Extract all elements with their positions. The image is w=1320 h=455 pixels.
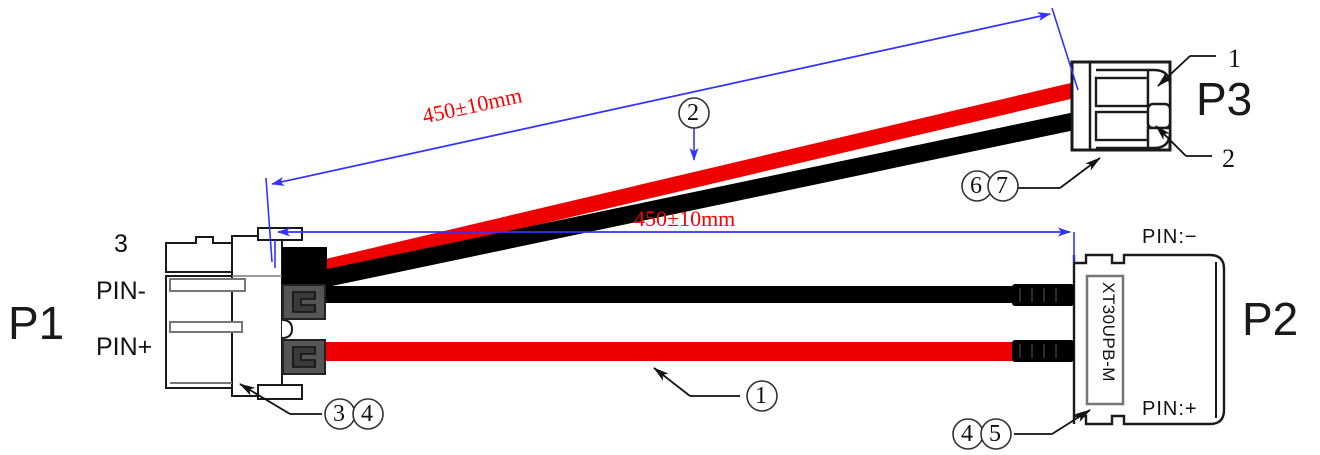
balloon-4-circle	[352, 398, 384, 430]
p1-terminal-lower	[282, 339, 326, 375]
black-wire-straight	[305, 286, 1035, 303]
balloon-7-circle	[987, 170, 1019, 202]
leader-p3-pin-1	[1157, 55, 1216, 87]
diagonal-wire-pair	[313, 82, 1075, 290]
balloon-2-circle	[678, 97, 710, 129]
p2-ferrule-lower	[1012, 340, 1074, 362]
balloon-1-circle	[746, 380, 778, 412]
balloon-6-text: 6	[970, 173, 982, 199]
dim-horizontal-value: 450±10mm	[634, 206, 736, 231]
p3-connector	[1070, 60, 1172, 152]
leader-balloon-1	[653, 367, 740, 397]
p1-label: P1	[8, 297, 65, 349]
black-wire-diagonal	[313, 112, 1075, 290]
balloon-5-circle	[980, 418, 1012, 450]
leader-balloon-34	[239, 383, 322, 415]
p3-label: P3	[1196, 73, 1253, 125]
balloon-4b-text: 4	[961, 421, 973, 447]
red-wire-diagonal	[313, 82, 1075, 278]
dimension-horizontal-text: 450±10mm	[634, 206, 735, 232]
p1-connector	[165, 227, 327, 400]
balloon-7-text: 7	[996, 173, 1008, 199]
p1-strain-relief	[282, 247, 327, 290]
p3-pin-2-label: 2	[1222, 144, 1235, 173]
leader-p3-pin-2	[1155, 125, 1212, 157]
dimension-diagonal	[265, 7, 1079, 263]
p1-pin-plus-label: PIN+	[96, 333, 153, 361]
p3-pin-1-label: 1	[1228, 44, 1241, 73]
dimension-horizontal	[274, 227, 1075, 268]
balloon-3-text: 3	[333, 401, 345, 427]
p2-ferrule-upper	[1012, 284, 1074, 306]
red-wire-straight	[305, 342, 1035, 361]
p2-connector	[1012, 253, 1226, 426]
leader-balloon-67	[1016, 157, 1101, 189]
balloon-5-text: 5	[989, 421, 1001, 447]
balloon-circles	[324, 97, 1019, 450]
p1-pin-minus-label: PIN-	[96, 277, 146, 305]
balloon-4-text: 4	[361, 401, 373, 427]
p2-pin-bottom-label: PIN:+	[1142, 398, 1198, 420]
balloon-1-text: 1	[755, 383, 767, 409]
p1-terminal-upper	[282, 284, 326, 320]
p2-label: P2	[1242, 293, 1299, 345]
p2-body-text: XT30UPB-M	[1099, 282, 1118, 382]
p2-pin-top-label: PIN:−	[1142, 226, 1198, 248]
balloon-2-text: 2	[687, 100, 699, 126]
p2-label-plate	[1085, 274, 1125, 406]
leader-balloon-45	[1014, 409, 1091, 435]
p1-pin-top-label: 3	[114, 230, 128, 258]
